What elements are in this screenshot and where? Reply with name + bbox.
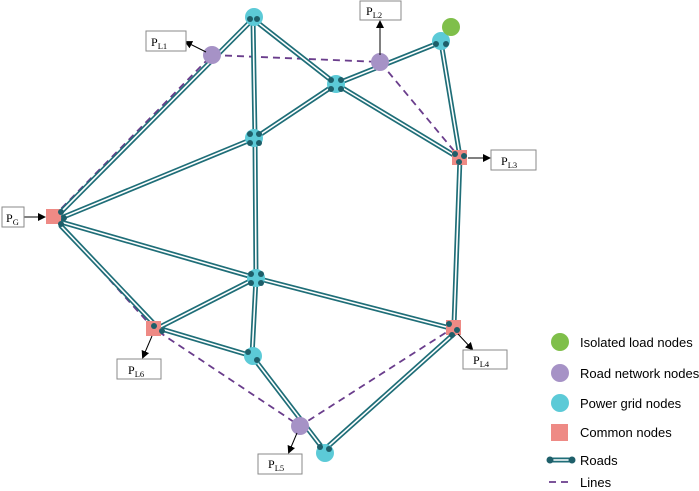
road-network-swatch-icon	[551, 364, 569, 382]
roads	[58, 16, 463, 453]
road-junctions	[58, 16, 467, 452]
label-pl1: PL1	[145, 30, 207, 53]
road-segments-outer	[58, 16, 463, 453]
isolated-load-swatch-icon	[551, 333, 569, 351]
power-grid-swatch-icon	[551, 394, 569, 412]
common-node-pg	[46, 209, 61, 224]
legend: Isolated load nodes Road network nodes P…	[546, 333, 699, 490]
label-pl5: PL5	[257, 432, 303, 475]
legend-item-road-network: Road network nodes	[551, 364, 699, 382]
svg-text:PL5: PL5	[268, 457, 284, 473]
svg-text:PL2: PL2	[366, 4, 382, 20]
label-pg: PG	[1, 206, 46, 228]
svg-text:PL6: PL6	[128, 363, 144, 379]
isolated-load-node	[442, 18, 460, 36]
legend-item-isolated: Isolated load nodes	[551, 333, 693, 351]
svg-text:PL1: PL1	[151, 35, 167, 51]
svg-text:Power grid nodes: Power grid nodes	[580, 396, 682, 411]
label-pl4: PL4	[457, 333, 508, 370]
legend-item-lines: Lines	[549, 475, 612, 490]
svg-text:Lines: Lines	[580, 475, 612, 490]
svg-text:Common nodes: Common nodes	[580, 425, 672, 440]
road-segments-inner	[60, 18, 461, 451]
svg-text:Isolated load nodes: Isolated load nodes	[580, 335, 693, 350]
road-network-node-pl2	[371, 53, 389, 71]
power-grid-node-top	[245, 8, 263, 26]
label-pl3: PL3	[468, 149, 537, 171]
legend-item-roads: Roads	[546, 453, 618, 468]
road-swatch-icon	[546, 456, 576, 464]
svg-text:Road network nodes: Road network nodes	[580, 366, 699, 381]
svg-text:PL4: PL4	[473, 353, 490, 369]
svg-text:PL3: PL3	[501, 154, 517, 170]
road-network-node-pl5	[291, 417, 309, 435]
road-network-node-pl1	[203, 46, 221, 64]
common-node-swatch-icon	[551, 424, 568, 441]
svg-text:PG: PG	[6, 211, 19, 227]
label-pl2: PL2	[359, 0, 402, 55]
legend-item-common: Common nodes	[551, 424, 672, 441]
svg-text:Roads: Roads	[580, 453, 618, 468]
legend-item-power-grid: Power grid nodes	[551, 394, 682, 412]
label-pl6: PL6	[116, 335, 162, 380]
